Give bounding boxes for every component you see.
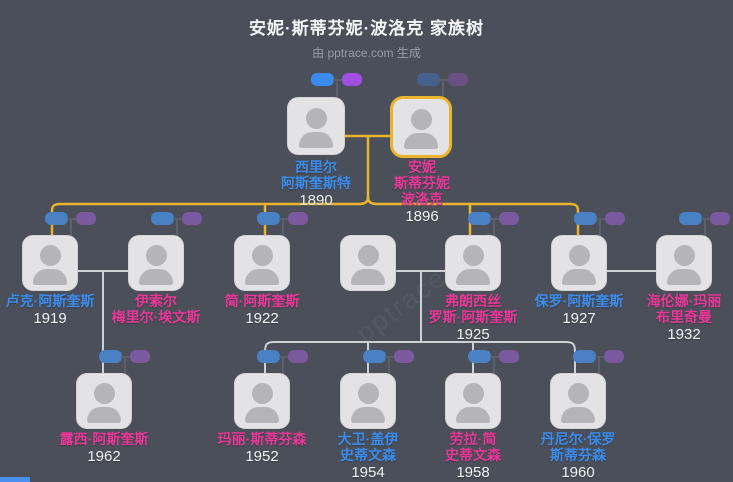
mother-pill-icon[interactable] — [182, 212, 202, 225]
person-card-anni-root[interactable] — [390, 96, 452, 158]
mother-pill-icon[interactable] — [604, 350, 624, 363]
person-label: 丹尼尔·保罗 斯蒂芬森 1960 — [540, 431, 616, 481]
person-card-dawei[interactable] — [340, 373, 396, 429]
parents-badge[interactable] — [311, 73, 362, 97]
mother-pill-icon[interactable] — [394, 350, 414, 363]
parents-badge[interactable] — [257, 350, 308, 374]
avatar-icon — [93, 383, 115, 404]
father-pill-icon[interactable] — [468, 350, 491, 363]
mother-pill-icon[interactable] — [130, 350, 150, 363]
person-label: 简·阿斯奎斯 1922 — [224, 293, 300, 327]
person-label: 安妮 斯蒂芬妮 波洛克 1896 — [394, 159, 450, 225]
parents-badge[interactable] — [417, 73, 468, 97]
avatar-icon — [145, 245, 167, 266]
avatar-icon — [567, 383, 589, 404]
avatar-icon — [357, 245, 379, 266]
person-card-yisuoer[interactable] — [128, 235, 184, 291]
person-label: 保罗·阿斯奎斯 1927 — [534, 293, 624, 327]
person-card-unnamed-spouse[interactable] — [340, 235, 396, 291]
person-card-fulangxisi[interactable] — [445, 235, 501, 291]
person-card-luxi[interactable] — [76, 373, 132, 429]
mother-pill-icon[interactable] — [342, 73, 362, 86]
father-pill-icon[interactable] — [311, 73, 334, 86]
father-pill-icon[interactable] — [151, 212, 174, 225]
avatar-icon — [568, 245, 590, 266]
generator-credit: 由 pptrace.com 生成 — [312, 46, 421, 60]
father-pill-icon[interactable] — [363, 350, 386, 363]
father-pill-icon[interactable] — [417, 73, 440, 86]
person-card-luke[interactable] — [22, 235, 78, 291]
father-pill-icon[interactable] — [679, 212, 702, 225]
person-label: 劳拉·简 史蒂文森 1958 — [445, 431, 501, 481]
parents-badge[interactable] — [99, 350, 150, 374]
mother-pill-icon[interactable] — [499, 212, 519, 225]
avatar-icon — [251, 245, 273, 266]
father-pill-icon[interactable] — [573, 350, 596, 363]
person-card-jian[interactable] — [234, 235, 290, 291]
avatar-icon — [357, 383, 379, 404]
person-card-laola[interactable] — [445, 373, 501, 429]
mother-pill-icon[interactable] — [499, 350, 519, 363]
mother-pill-icon[interactable] — [605, 212, 625, 225]
avatar-icon — [251, 383, 273, 404]
mother-pill-icon[interactable] — [288, 350, 308, 363]
person-label: 海伦娜·玛丽 布里奇曼 1932 — [646, 293, 722, 343]
avatar-icon — [462, 383, 484, 404]
page-title: 安妮·斯蒂芬妮·波洛克 家族树 — [248, 19, 485, 38]
person-card-dannier[interactable] — [550, 373, 606, 429]
parents-badge[interactable] — [363, 350, 414, 374]
avatar-icon — [410, 109, 432, 130]
father-pill-icon[interactable] — [257, 350, 280, 363]
parents-badge[interactable] — [573, 350, 624, 374]
avatar-icon — [462, 245, 484, 266]
person-label: 弗朗西丝 罗斯·阿斯奎斯 1925 — [428, 293, 518, 343]
person-label: 玛丽·斯蒂芬森 1952 — [217, 431, 307, 465]
father-pill-icon[interactable] — [574, 212, 597, 225]
mother-pill-icon[interactable] — [288, 212, 308, 225]
mother-pill-icon[interactable] — [448, 73, 468, 86]
person-card-mali[interactable] — [234, 373, 290, 429]
parents-badge[interactable] — [151, 212, 202, 236]
father-pill-icon[interactable] — [257, 212, 280, 225]
mother-pill-icon[interactable] — [710, 212, 730, 225]
person-label: 大卫·盖伊 史蒂文森 1954 — [337, 431, 399, 481]
parents-badge[interactable] — [679, 212, 730, 236]
person-label: 卢克·阿斯奎斯 1919 — [5, 293, 95, 327]
person-label: 露西·阿斯奎斯 1962 — [59, 431, 149, 465]
avatar-icon — [39, 245, 61, 266]
parents-badge[interactable] — [257, 212, 308, 236]
person-label: 伊索尔 梅里尔·埃文斯 — [111, 293, 201, 325]
avatar-icon — [305, 108, 327, 129]
father-pill-icon[interactable] — [45, 212, 68, 225]
person-card-xilier[interactable] — [287, 97, 345, 155]
parents-badge[interactable] — [574, 212, 625, 236]
parents-badge[interactable] — [468, 350, 519, 374]
father-pill-icon[interactable] — [99, 350, 122, 363]
avatar-icon — [673, 245, 695, 266]
bottom-progress-bar — [0, 477, 30, 482]
person-card-baoluo[interactable] — [551, 235, 607, 291]
mother-pill-icon[interactable] — [76, 212, 96, 225]
parents-badge[interactable] — [45, 212, 96, 236]
person-card-hailunna[interactable] — [656, 235, 712, 291]
